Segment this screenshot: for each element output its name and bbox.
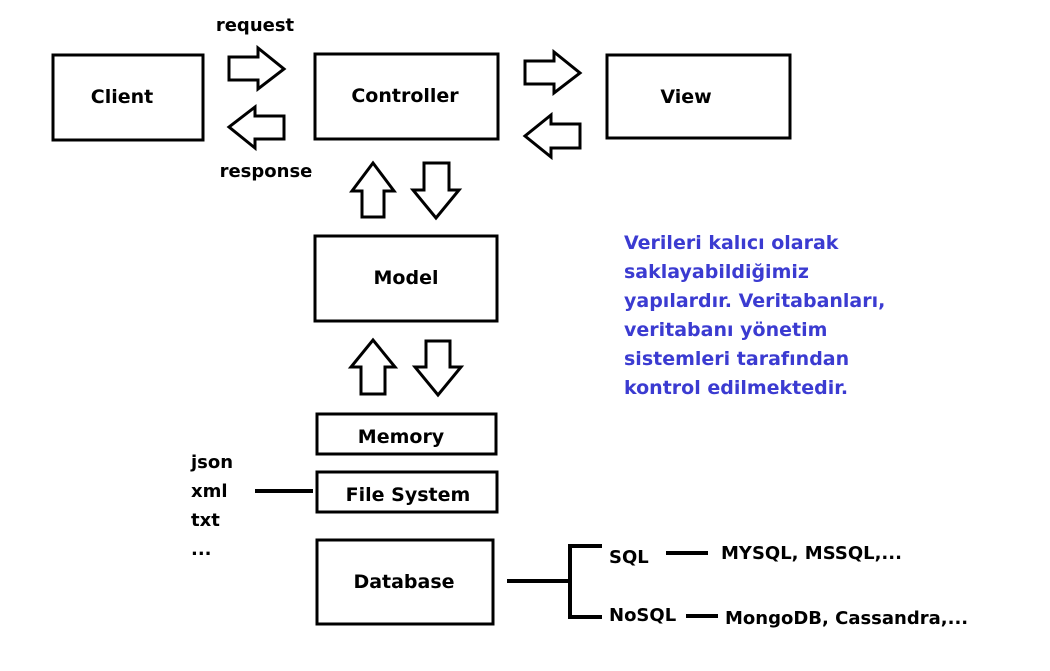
memory-node: Memory (315, 412, 498, 456)
file-formats-list: json xml txt ... (190, 452, 233, 560)
view-to-controller-arrow-icon (522, 111, 582, 161)
client-node: Client (51, 53, 205, 142)
file-format-item: xml (191, 481, 228, 502)
note-line: veritabanı yönetim (624, 319, 827, 341)
database-label: Database (353, 571, 454, 593)
database-branch-connector (507, 544, 602, 619)
note-line: Verileri kalıcı olarak (624, 232, 839, 254)
memory-label: Memory (358, 426, 445, 448)
response-label: response (220, 161, 313, 182)
controller-to-view-arrow-icon (523, 48, 583, 97)
file-system-node: File System (315, 470, 499, 514)
note-line: sistemleri tarafından (624, 348, 849, 370)
storage-to-model-arrow-icon (347, 337, 399, 396)
model-label: Model (374, 267, 439, 289)
view-node: View (605, 53, 792, 140)
sql-label: SQL (609, 547, 649, 568)
view-label: View (660, 86, 711, 108)
nosql-label: NoSQL (609, 605, 676, 626)
file-format-item: txt (191, 510, 220, 531)
storage-note: Verileri kalıcı olarak saklayabildiğimiz… (624, 232, 885, 399)
file-format-item: json (190, 452, 233, 473)
controller-to-model-arrow-icon (409, 161, 463, 221)
request-label: request (216, 15, 295, 36)
model-to-storage-arrow-icon (411, 339, 465, 398)
database-node: Database (315, 538, 495, 626)
controller-label: Controller (351, 85, 459, 107)
note-line: yapılardır. Veritabanları, (624, 290, 885, 312)
client-label: Client (91, 86, 153, 108)
note-line: saklayabildiğimiz (624, 261, 809, 283)
file-system-label: File System (346, 484, 471, 506)
file-format-item: ... (191, 539, 212, 560)
nosql-examples: MongoDB, Cassandra,... (725, 608, 968, 629)
note-line: kontrol edilmektedir. (624, 377, 848, 399)
model-to-controller-arrow-icon (349, 160, 397, 219)
sql-examples: MYSQL, MSSQL,... (721, 543, 902, 564)
model-node: Model (313, 234, 499, 323)
response-arrow-icon (226, 103, 286, 152)
controller-node: Controller (313, 52, 500, 141)
request-arrow-icon (227, 44, 287, 93)
